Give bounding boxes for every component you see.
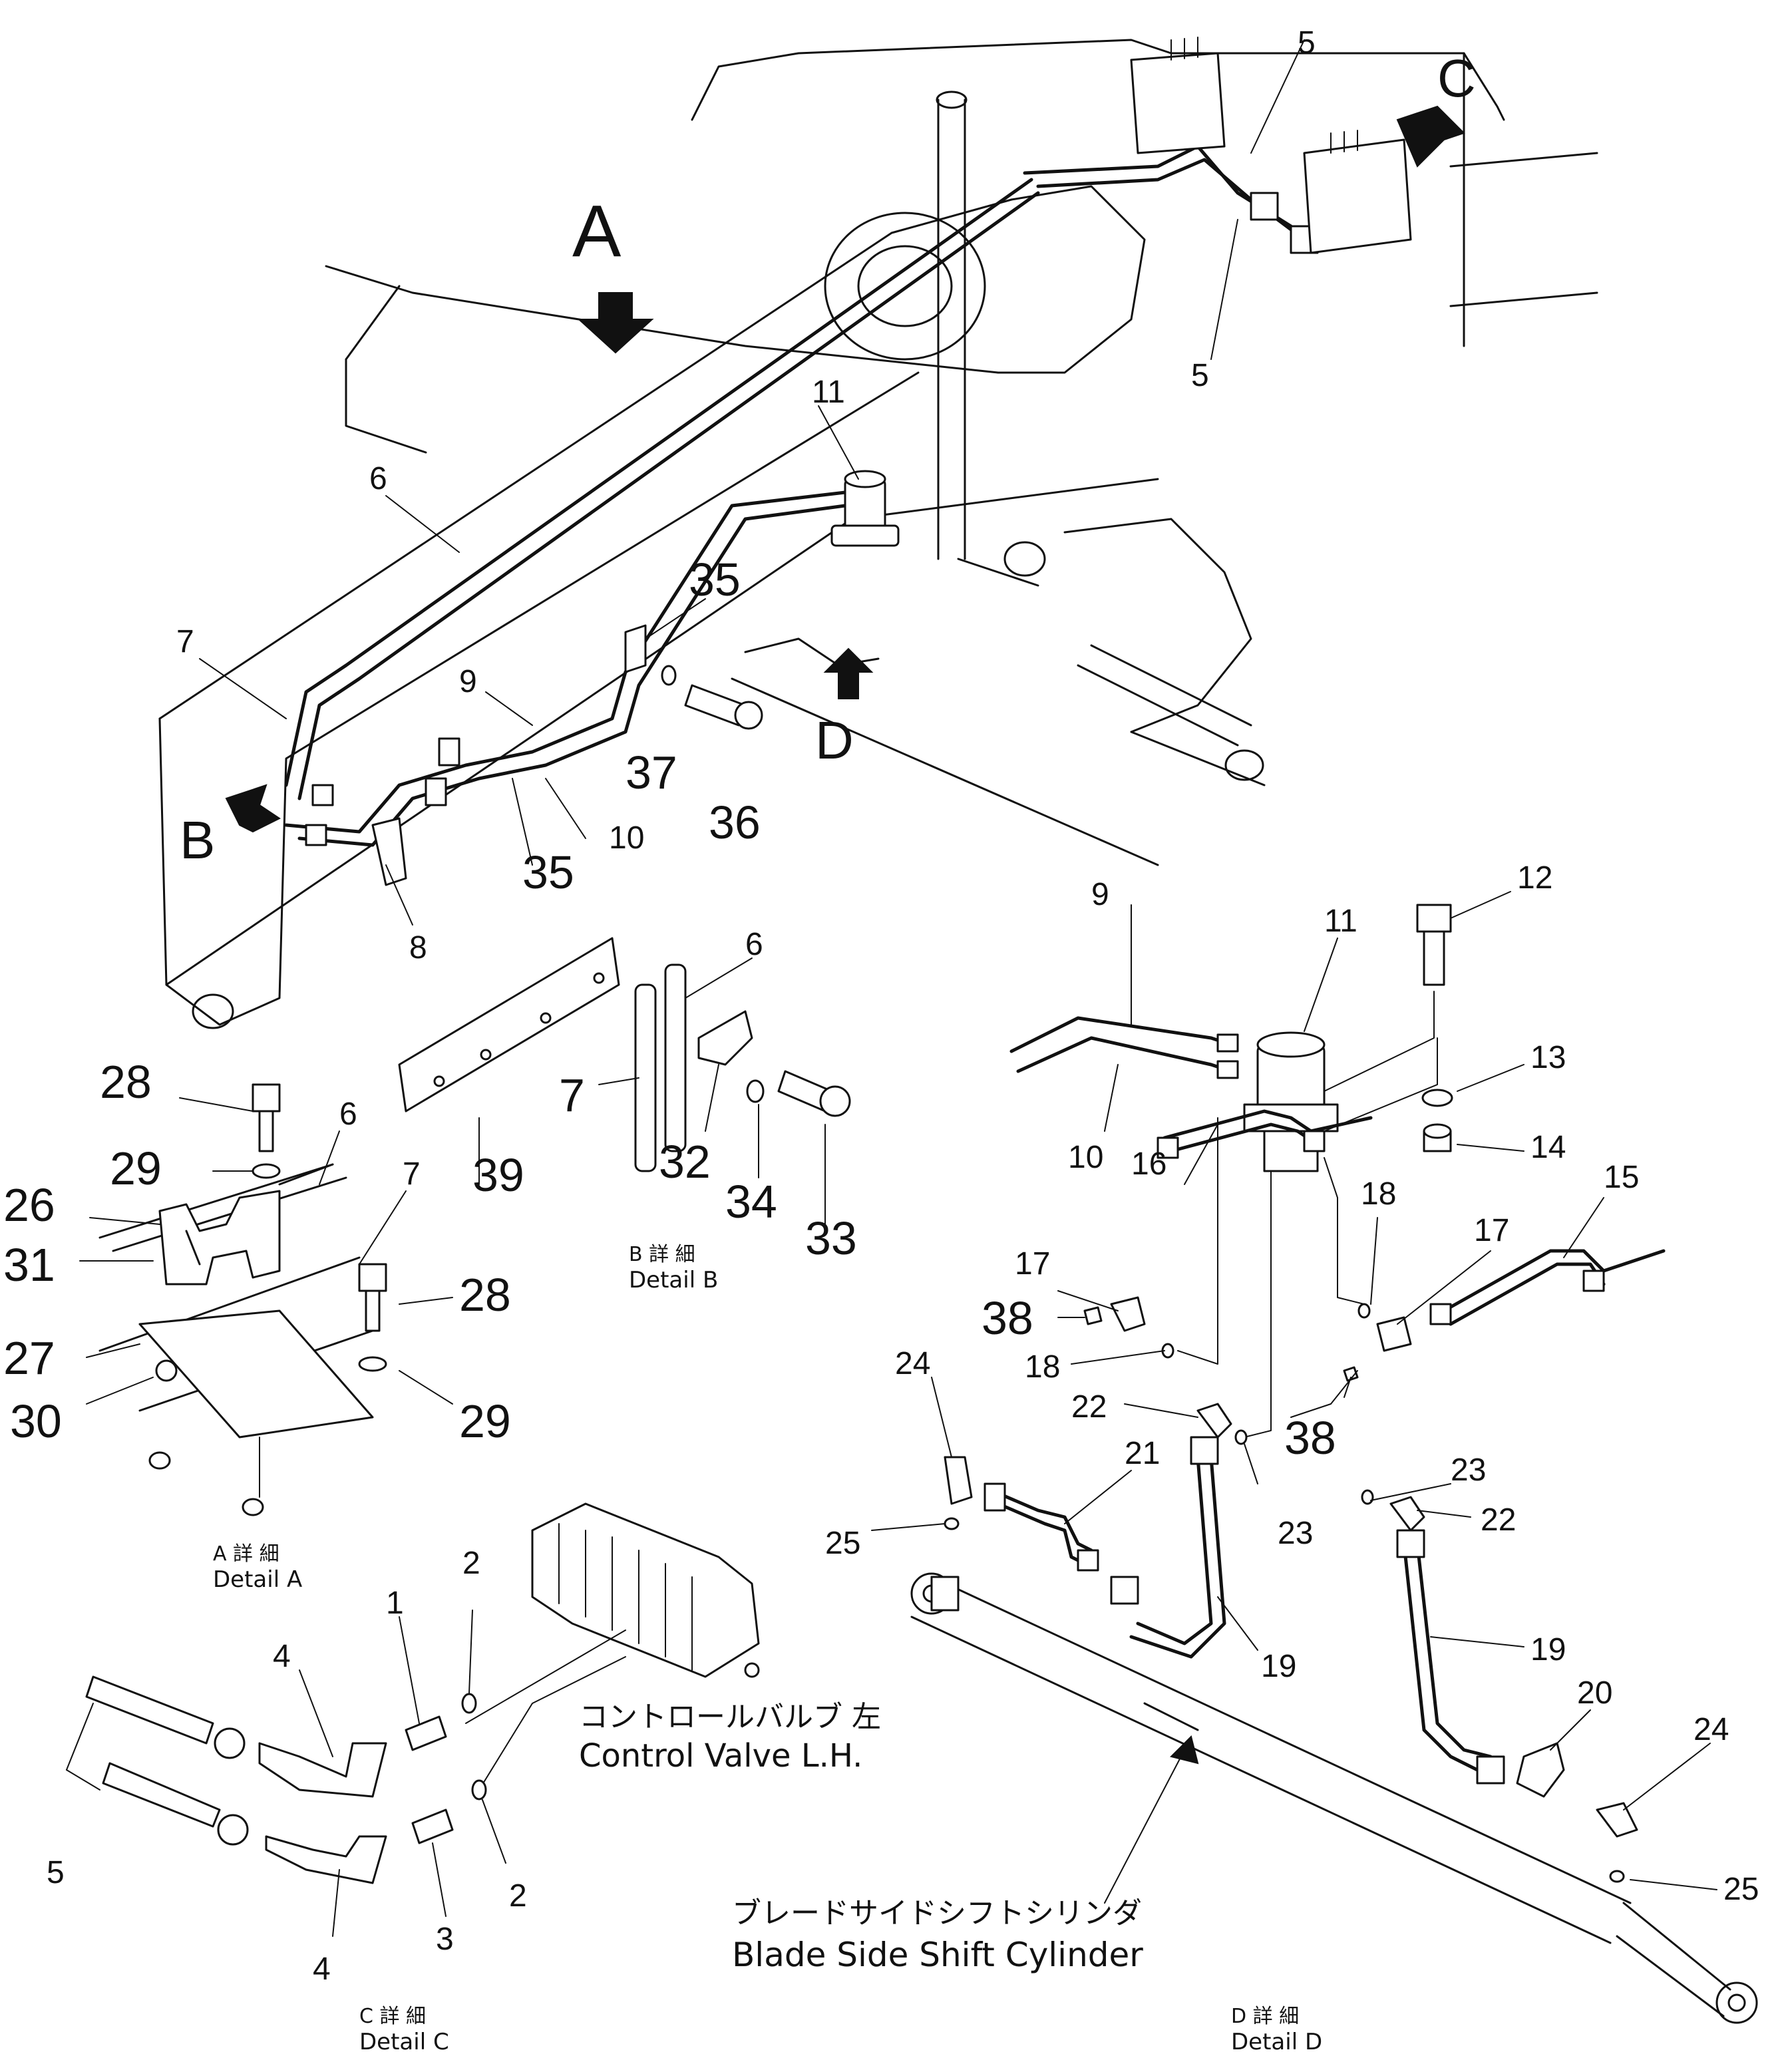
detail-d-callout-22-left: 22 xyxy=(1071,1389,1107,1425)
cylinder-label: Blade Side Shift Cylinder xyxy=(732,1936,1143,1974)
detail-a-callout-27: 27 xyxy=(3,1332,55,1384)
detail-b-callout-6: 6 xyxy=(745,927,763,962)
view-letter-a: A xyxy=(572,190,622,272)
detail-d-callout-24-right: 24 xyxy=(1694,1712,1729,1747)
detail-d-callout-24-left: 24 xyxy=(895,1346,930,1381)
detail-c-callout-2-upper: 2 xyxy=(462,1546,480,1581)
detail-c-callout-4-lower: 4 xyxy=(313,1952,331,1987)
detail-d-callout-19-right: 19 xyxy=(1530,1632,1566,1667)
detail-d-callout-16: 16 xyxy=(1131,1146,1166,1182)
callout-5-bottom: 5 xyxy=(1191,358,1209,393)
detail-b-callout-7: 7 xyxy=(559,1069,585,1121)
control-valve-label-jp: コントロールバルブ 左 xyxy=(579,1700,881,1734)
main-assembly xyxy=(158,37,1598,1029)
detail-a-drawing xyxy=(79,1083,453,1516)
detail-d-callout-18-upper: 18 xyxy=(1361,1176,1396,1212)
detail-a-callout-7: 7 xyxy=(403,1156,421,1192)
detail-d-callout-15: 15 xyxy=(1604,1160,1639,1195)
detail-d-callout-19-left: 19 xyxy=(1261,1649,1296,1684)
callout-5-top: 5 xyxy=(1298,25,1316,61)
detail-a-callout-31: 31 xyxy=(3,1239,55,1291)
detail-b-callout-34: 34 xyxy=(725,1176,777,1228)
detail-a-callout-29-upper: 29 xyxy=(110,1142,162,1194)
detail-d-callout-21: 21 xyxy=(1125,1436,1160,1471)
detail-b-callout-39: 39 xyxy=(472,1149,524,1201)
detail-c-drawing xyxy=(66,1502,760,1937)
detail-c-callout-5: 5 xyxy=(47,1855,65,1890)
detail-d-callout-23-left: 23 xyxy=(1278,1516,1313,1551)
detail-a-callout-26: 26 xyxy=(3,1179,55,1231)
detail-d-callout-11: 11 xyxy=(1324,904,1357,939)
detail-d-callout-38-left: 38 xyxy=(982,1292,1033,1344)
detail-a-callout-29-lower: 29 xyxy=(459,1395,511,1447)
detail-c-callout-2-lower: 2 xyxy=(509,1878,527,1914)
detail-a-callout-6: 6 xyxy=(339,1097,357,1132)
detail-b-title: Detail B xyxy=(629,1267,718,1293)
detail-a-callout-28-upper: 28 xyxy=(100,1056,152,1108)
control-valve-label: Control Valve L.H. xyxy=(579,1737,862,1775)
detail-b-callout-32: 32 xyxy=(659,1136,711,1188)
detail-c-callout-3: 3 xyxy=(436,1922,454,1957)
view-letter-d: D xyxy=(815,711,854,770)
detail-a-callout-28-lower: 28 xyxy=(459,1269,511,1321)
detail-d-callout-12: 12 xyxy=(1517,860,1552,896)
detail-b-title-jp: B 詳 細 xyxy=(629,1243,695,1266)
callout-9: 9 xyxy=(459,664,477,699)
detail-d-drawing xyxy=(871,891,1758,2024)
detail-d-callout-18-lower: 18 xyxy=(1025,1349,1060,1385)
detail-d-callout-9: 9 xyxy=(1091,877,1109,912)
detail-d-callout-17-left: 17 xyxy=(1015,1246,1050,1282)
detail-d-callout-13: 13 xyxy=(1530,1040,1566,1075)
callout-37: 37 xyxy=(626,747,677,798)
detail-b-drawing xyxy=(398,937,851,1225)
callout-11: 11 xyxy=(812,375,845,410)
detail-d-callout-14: 14 xyxy=(1530,1130,1566,1165)
detail-d-callout-20: 20 xyxy=(1577,1675,1612,1711)
detail-a-title-jp: A 詳 細 xyxy=(213,1542,279,1566)
detail-d-title: Detail D xyxy=(1231,2029,1322,2055)
detail-d-callout-17-right: 17 xyxy=(1474,1213,1509,1248)
detail-d-title-jp: D 詳 細 xyxy=(1231,2005,1299,2028)
detail-d-callout-25-right: 25 xyxy=(1723,1872,1759,1907)
callout-10: 10 xyxy=(609,820,644,856)
callout-8: 8 xyxy=(409,930,427,965)
detail-d-callout-10: 10 xyxy=(1068,1140,1103,1175)
detail-a-title: Detail A xyxy=(213,1566,302,1593)
detail-d-callout-25-left: 25 xyxy=(825,1526,860,1561)
detail-c-callout-1: 1 xyxy=(386,1586,404,1621)
callout-36: 36 xyxy=(709,796,761,848)
callout-35-lower: 35 xyxy=(522,846,574,898)
view-letter-b: B xyxy=(180,810,215,870)
detail-d-callout-38-right: 38 xyxy=(1284,1412,1336,1464)
callout-35-upper: 35 xyxy=(689,554,741,605)
detail-b-callout-33: 33 xyxy=(805,1212,857,1264)
callout-6: 6 xyxy=(369,461,387,496)
cylinder-label-jp: ブレードサイドシフトシリンダ xyxy=(732,1896,1142,1930)
detail-c-title: Detail C xyxy=(359,2029,449,2055)
view-letter-c: C xyxy=(1437,49,1476,108)
detail-d-callout-23-right: 23 xyxy=(1451,1453,1486,1488)
callout-7: 7 xyxy=(176,624,194,659)
detail-a-callout-30: 30 xyxy=(10,1395,62,1447)
detail-c-title-jp: C 詳 細 xyxy=(359,2005,426,2028)
detail-d-callout-22-right: 22 xyxy=(1481,1502,1516,1538)
detail-c-callout-4-upper: 4 xyxy=(273,1639,291,1674)
